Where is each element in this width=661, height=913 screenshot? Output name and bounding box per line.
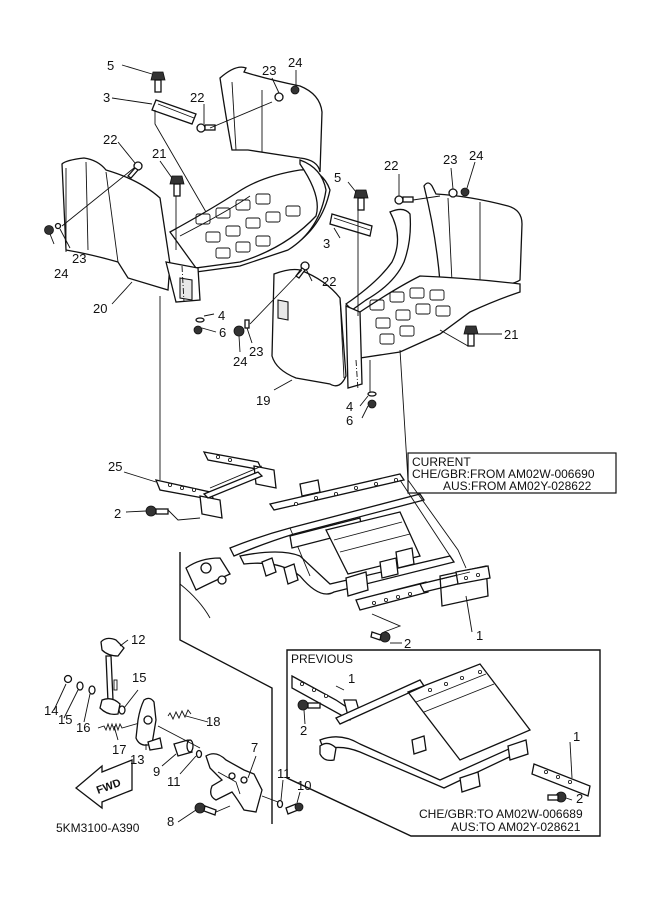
callout-21: 21 [152, 146, 166, 161]
callout-22: 22 [190, 90, 204, 105]
previous-aus: AUS:TO AM02Y-028621 [451, 820, 581, 834]
callout-19: 19 [256, 393, 270, 408]
callout-3: 3 [323, 236, 330, 251]
callout-22: 22 [103, 132, 117, 147]
bolt-5-left [150, 71, 166, 93]
callout-2: 2 [576, 791, 583, 806]
callout-20: 20 [93, 301, 107, 316]
callout-25: 25 [108, 459, 122, 474]
callout-1: 1 [476, 628, 483, 643]
callouts: 5 3 22 23 24 22 21 24 23 20 4 6 23 24 22… [44, 55, 583, 829]
callout-2: 2 [300, 723, 307, 738]
fwd-arrow-icon: FWD [74, 759, 133, 810]
callout-8: 8 [167, 814, 174, 829]
callout-24: 24 [233, 354, 247, 369]
callout-11: 11 [167, 774, 181, 789]
callout-23: 23 [72, 251, 86, 266]
screw-22-top [196, 123, 216, 133]
callout-3: 3 [103, 90, 110, 105]
callout-24: 24 [288, 55, 302, 70]
current-info-box: CURRENT CHE/GBR:FROM AM02W-006690 AUS:FR… [407, 452, 617, 494]
callout-23: 23 [262, 63, 276, 78]
footrest-right [271, 182, 523, 391]
bolt-21-left [169, 175, 185, 197]
brake-pedal-assembly: FWD [63, 637, 304, 816]
callout-6: 6 [219, 325, 226, 340]
callout-15: 15 [132, 670, 146, 685]
callout-13: 13 [130, 752, 144, 767]
diagram-code: 5KM3100-A390 [56, 821, 140, 835]
callout-14: 14 [44, 703, 58, 718]
screw-22-left [127, 161, 143, 179]
callout-2: 2 [404, 636, 411, 651]
callout-21: 21 [504, 327, 518, 342]
callout-23: 23 [249, 344, 263, 359]
callout-10: 10 [297, 778, 311, 793]
callout-1: 1 [573, 729, 580, 744]
current-heading: CURRENT [412, 455, 471, 469]
previous-info-box: PREVIOUS CHE/GBR:TO AM02W-006689 AUS:TO … [286, 649, 601, 837]
callout-17: 17 [112, 742, 126, 757]
callout-15: 15 [58, 712, 72, 727]
current-che-gbr: CHE/GBR:FROM AM02W-006690 [412, 467, 595, 481]
callout-16: 16 [76, 720, 90, 735]
previous-heading: PREVIOUS [291, 652, 353, 666]
leader-lines [49, 64, 573, 824]
callout-6: 6 [346, 413, 353, 428]
frame-assembly [145, 451, 491, 643]
callout-24: 24 [54, 266, 68, 281]
callout-23: 23 [443, 152, 457, 167]
callout-24: 24 [469, 148, 483, 163]
callout-4: 4 [218, 308, 225, 323]
previous-frame-assembly [291, 663, 591, 803]
fasteners-top [44, 71, 479, 409]
bolt-21-right [463, 325, 479, 347]
bolt-5-right [353, 189, 369, 211]
current-aus: AUS:FROM AM02Y-028622 [443, 479, 592, 493]
callout-7: 7 [251, 740, 258, 755]
callout-5: 5 [334, 170, 341, 185]
previous-che-gbr: CHE/GBR:TO AM02W-006689 [419, 807, 583, 821]
callout-2: 2 [114, 506, 121, 521]
callout-11: 11 [277, 766, 291, 781]
callout-9: 9 [153, 764, 160, 779]
callout-1: 1 [348, 671, 355, 686]
callout-18: 18 [206, 714, 220, 729]
callout-4: 4 [346, 399, 353, 414]
callout-22: 22 [322, 274, 336, 289]
callout-12: 12 [131, 632, 145, 647]
callout-22: 22 [384, 158, 398, 173]
callout-5: 5 [107, 58, 114, 73]
